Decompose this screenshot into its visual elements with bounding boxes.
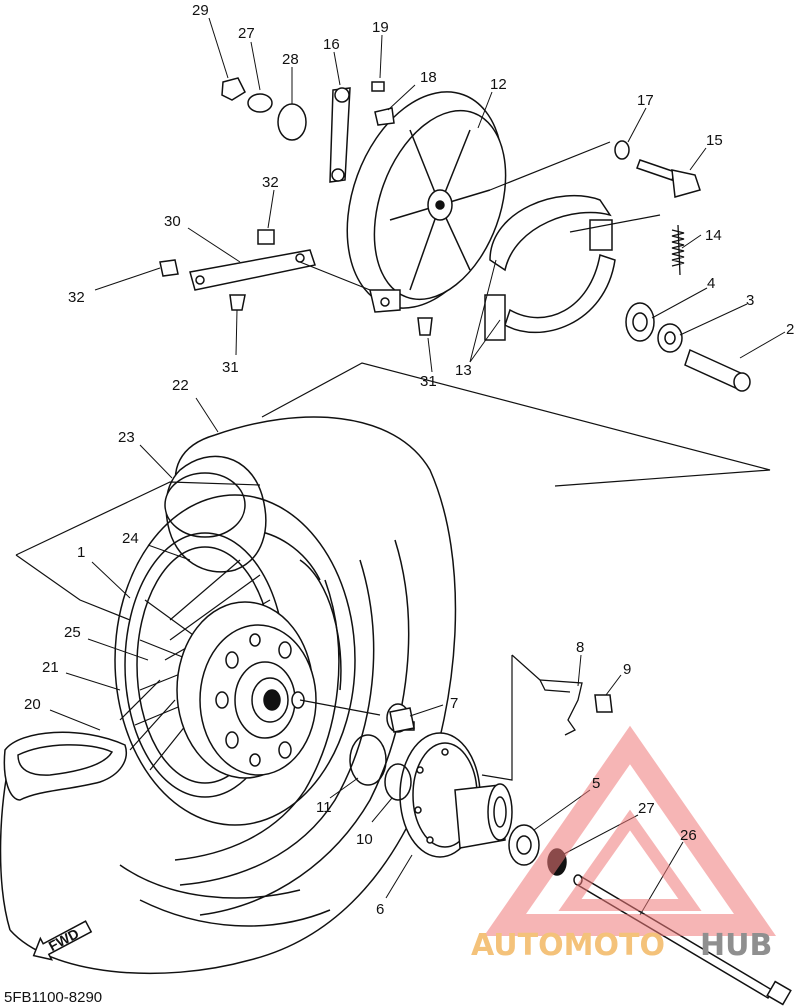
watermark-text-hub: HUB	[700, 928, 772, 963]
torque-arm	[190, 250, 315, 290]
callout-6: 6	[376, 901, 384, 918]
callout-2: 2	[786, 321, 794, 338]
fwd-label: FWD	[46, 925, 82, 954]
diagram-code: 5FB1100-8290	[4, 989, 102, 1006]
callout-22: 22	[172, 377, 189, 394]
bearings	[387, 303, 750, 875]
watermark-logo	[505, 745, 755, 925]
tube-section	[165, 456, 266, 572]
rim-band	[4, 732, 126, 800]
callout-18: 18	[420, 69, 437, 86]
callout-11: 11	[316, 799, 332, 816]
callout-27: 27	[238, 25, 255, 42]
callout-9: 9	[623, 661, 631, 678]
o-rings	[350, 735, 411, 800]
callout-labels: 29 27 28 16 19 18 12 17 15 32 30 32 31 3…	[24, 2, 794, 918]
callout-15: 15	[706, 132, 723, 149]
callout-23: 23	[118, 429, 135, 446]
brake-spring	[672, 225, 684, 275]
watermark-inner-triangle-icon	[570, 820, 690, 905]
callout-14: 14	[705, 227, 722, 244]
brake-shoes	[485, 196, 615, 340]
bracket-lines	[16, 142, 770, 780]
brake-panel	[319, 70, 531, 330]
callout-12: 12	[490, 76, 507, 93]
watermark-triangle-icon	[505, 745, 755, 925]
callout-28: 28	[282, 51, 299, 68]
callout-13: 13	[455, 362, 472, 379]
callout-32-b: 32	[68, 289, 85, 306]
camshaft	[615, 141, 700, 197]
callout-21: 21	[42, 659, 59, 676]
wheel-hub	[177, 602, 316, 778]
callout-10: 10	[356, 831, 373, 848]
callout-17: 17	[637, 92, 654, 109]
watermark-text-automoto: AUTOMOTO	[471, 928, 665, 963]
callout-19: 19	[372, 19, 389, 36]
callout-4: 4	[707, 275, 715, 292]
callout-26: 26	[680, 827, 697, 844]
callout-24: 24	[122, 530, 139, 547]
callout-5: 5	[592, 775, 600, 792]
callout-29: 29	[192, 2, 209, 19]
clutch-hub	[400, 733, 512, 857]
callout-20: 20	[24, 696, 41, 713]
callout-7: 7	[450, 695, 458, 712]
callout-32: 32	[262, 174, 279, 191]
callout-31: 31	[222, 359, 239, 376]
callout-25: 25	[64, 624, 81, 641]
chain-puller	[540, 680, 582, 735]
small-hardware-top	[160, 78, 612, 732]
fwd-arrow-icon: FWD	[28, 916, 94, 966]
callout-8: 8	[576, 639, 584, 656]
callout-31-b: 31	[420, 373, 437, 390]
callout-3: 3	[746, 292, 754, 309]
callout-27-b: 27	[638, 800, 655, 817]
cam-lever	[330, 88, 350, 182]
callout-30: 30	[164, 213, 181, 230]
callout-1: 1	[77, 544, 85, 561]
callout-16: 16	[323, 36, 340, 53]
